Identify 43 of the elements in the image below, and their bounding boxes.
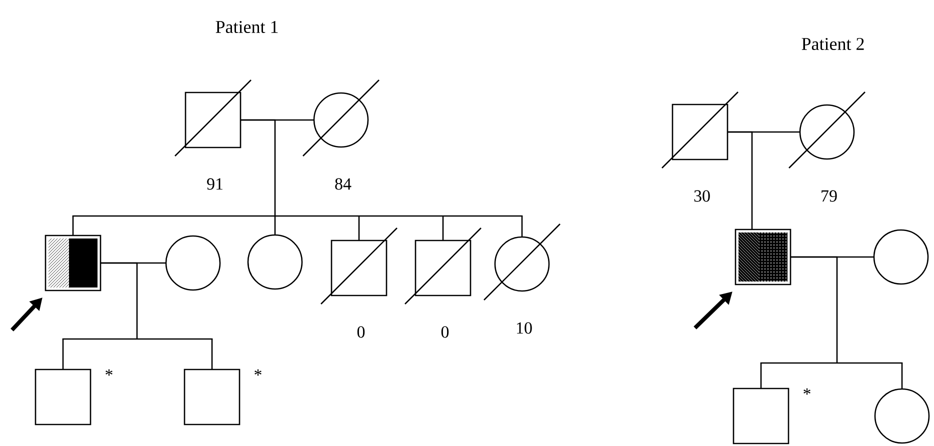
asterisk-mark: * xyxy=(106,369,112,376)
descent-line xyxy=(62,262,214,340)
deceased-male-square xyxy=(662,92,738,168)
deceased-female-circle xyxy=(788,92,866,168)
deceased-female-circle xyxy=(302,80,380,156)
descent-line xyxy=(274,216,276,235)
deceased-male-square xyxy=(320,228,398,304)
descent-line xyxy=(211,339,213,370)
affected-square xyxy=(44,234,102,292)
descent-line xyxy=(72,216,74,236)
age-label: 0 xyxy=(357,326,365,338)
descent-line xyxy=(728,131,753,230)
mating-line xyxy=(790,256,874,258)
descent-line xyxy=(760,256,904,364)
female-circle xyxy=(873,229,929,285)
asterisk-mark: * xyxy=(254,369,262,376)
age-label: 84 xyxy=(335,178,352,190)
female-circle xyxy=(165,235,221,291)
female-circle xyxy=(247,234,303,290)
male-square xyxy=(34,368,92,426)
age-label: 0 xyxy=(441,326,449,338)
descent-line xyxy=(760,363,762,388)
pedigree-title: Patient 2 xyxy=(802,38,864,50)
age-label: 30 xyxy=(694,190,710,202)
descent-line xyxy=(521,216,523,237)
asterisk-mark: * xyxy=(804,388,810,395)
age-label: 10 xyxy=(517,322,532,334)
descent-line xyxy=(442,216,444,240)
deceased-female-circle xyxy=(484,224,560,300)
descent-line xyxy=(901,363,903,389)
descent-line xyxy=(62,339,64,370)
male-square xyxy=(732,388,790,444)
deceased-male-square xyxy=(174,80,252,156)
deceased-male-square xyxy=(404,228,482,304)
descent-line xyxy=(358,216,360,240)
pedigree-title: Patient 1 xyxy=(216,20,278,34)
female-circle xyxy=(874,388,930,444)
age-label: 91 xyxy=(207,178,222,190)
descent-line xyxy=(72,119,524,217)
mating-line xyxy=(240,119,314,121)
male-square xyxy=(184,368,240,426)
age-label: 79 xyxy=(822,190,837,202)
mating-line xyxy=(100,262,166,264)
